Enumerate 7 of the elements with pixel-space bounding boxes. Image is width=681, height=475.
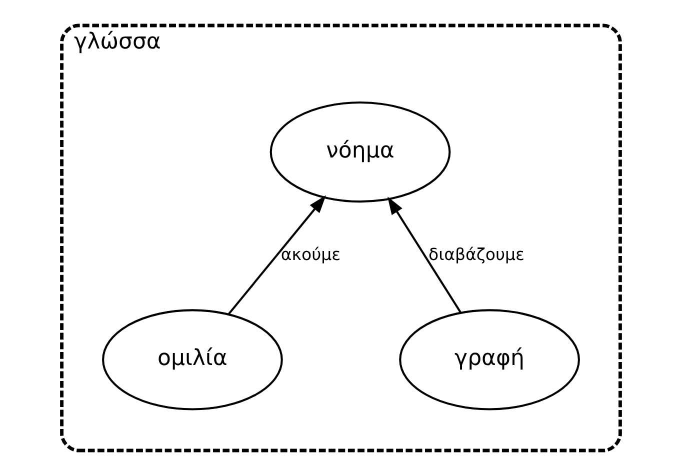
edge-label: διαβάζουμε <box>428 244 524 264</box>
node-ellipse: νόημα <box>269 101 450 202</box>
edge-label: ακούμε <box>280 244 340 264</box>
arrow <box>227 194 326 315</box>
arrow <box>387 196 461 312</box>
node-ellipse: ομιλία <box>102 308 282 410</box>
node-ellipse: γραφή <box>398 308 580 410</box>
